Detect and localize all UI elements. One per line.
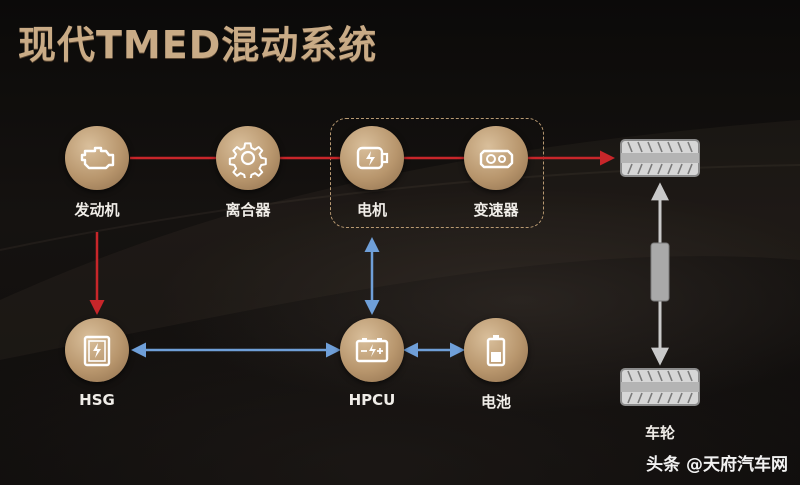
watermark: 头条 @天府汽车网 — [646, 455, 788, 475]
tire-icon — [620, 368, 700, 406]
motor-icon — [356, 146, 389, 170]
hpcu-label: HPCU — [348, 391, 396, 409]
tire-icon — [620, 139, 700, 177]
clutch-node: 离合器 — [216, 126, 280, 219]
battery-charger-icon — [355, 338, 389, 363]
motor-transmission-group — [330, 118, 544, 228]
engine-icon — [80, 146, 115, 170]
battery-node: 电池 — [464, 318, 528, 411]
clutch-label: 离合器 — [225, 201, 271, 219]
battery-icon — [486, 335, 506, 367]
hpcu-node: HPCU — [340, 318, 404, 409]
engine-label: 发动机 — [74, 201, 120, 219]
engine-node: 发动机 — [65, 126, 129, 219]
hsg-node: HSG — [65, 318, 129, 409]
motor-node: 电机 — [340, 126, 404, 219]
motor-label: 电机 — [356, 201, 387, 219]
transmission-node: 变速器 — [464, 126, 528, 219]
transmission-label: 变速器 — [473, 201, 519, 219]
page-title: 现代TMED混动系统 — [18, 23, 378, 67]
wheel-label: 车轮 — [644, 424, 675, 442]
gear-icon — [228, 142, 267, 178]
generator-icon — [83, 335, 111, 367]
hsg-label: HSG — [79, 391, 115, 409]
battery-label: 电池 — [480, 393, 511, 411]
gearbox-icon — [479, 149, 514, 169]
